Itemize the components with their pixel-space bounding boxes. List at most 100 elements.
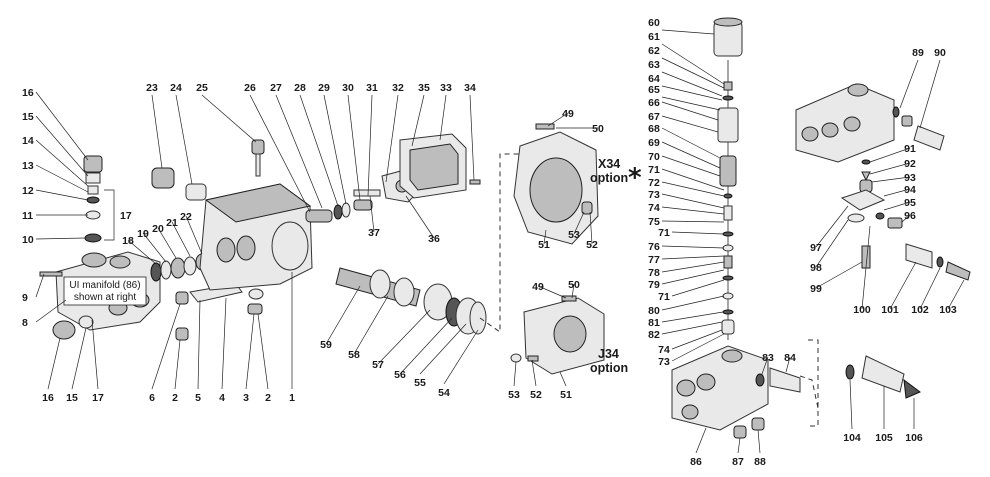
leader-line-73 — [661, 193, 725, 209]
manifold-port — [847, 83, 869, 97]
part-label-1: 1 — [289, 392, 295, 404]
leader-line-70 — [661, 155, 721, 177]
leader-line-18 — [127, 239, 157, 265]
part-label-3: 3 — [243, 392, 249, 404]
o-ring — [84, 233, 102, 243]
part-label-91: 91 — [904, 143, 916, 155]
part-label-2: 2 — [265, 392, 271, 404]
valve-body — [85, 172, 101, 184]
leader-line-16 — [47, 337, 61, 390]
manifold-port — [801, 126, 819, 142]
leader-line-34 — [469, 94, 475, 181]
o-ring — [722, 95, 734, 101]
part-label-93: 93 — [904, 172, 916, 184]
quick-coupler — [945, 261, 971, 281]
part-label-50: 50 — [592, 123, 604, 135]
manifold-port — [81, 252, 107, 268]
leader-line-98 — [815, 219, 849, 268]
seal-ring — [150, 262, 162, 282]
leader-line-22 — [185, 215, 203, 255]
leader-line-91 — [869, 147, 911, 163]
part-label-54: 54 — [438, 387, 450, 399]
leader-line-16 — [35, 91, 89, 161]
leader-line-59 — [325, 285, 361, 345]
manifold-note-box — [63, 276, 147, 306]
plug — [581, 201, 593, 215]
leader-line-64 — [661, 85, 723, 101]
manifold-port — [696, 373, 716, 391]
part-label-97: 97 — [810, 242, 822, 254]
part-label-70: 70 — [648, 151, 660, 163]
part-label-63: 63 — [648, 59, 660, 71]
o-ring — [845, 364, 855, 380]
seal-ring — [183, 256, 197, 276]
x34-flange-group — [513, 123, 599, 245]
nut — [887, 217, 903, 229]
part-label-105: 105 — [875, 432, 893, 444]
leader-line-71 — [671, 231, 724, 235]
part-label-51: 51 — [538, 239, 550, 251]
plug — [175, 291, 189, 305]
fitting — [185, 183, 207, 201]
breather-cap — [151, 167, 175, 189]
part-label-86: 86 — [690, 456, 702, 468]
crankcase-bore — [271, 221, 309, 271]
ring — [248, 288, 264, 300]
leader-line-20 — [157, 227, 177, 259]
part-label-56: 56 — [394, 369, 406, 381]
part-label-99: 99 — [810, 283, 822, 295]
x34-option-line2: option — [590, 171, 628, 185]
j34-flange-group — [510, 295, 605, 375]
part-label-9: 9 — [22, 292, 28, 304]
part-label-101: 101 — [881, 304, 899, 316]
manifold-port — [721, 349, 743, 363]
part-label-94: 94 — [904, 184, 916, 196]
part-label-104: 104 — [843, 432, 861, 444]
part-label-30: 30 — [342, 82, 354, 94]
crankcase-top — [204, 183, 312, 223]
leader-line-77 — [661, 255, 725, 260]
valve-seat — [85, 210, 101, 220]
ui-manifold-group — [671, 345, 921, 439]
crankshaft-group — [335, 267, 487, 335]
pin — [353, 199, 373, 211]
part-label-78: 78 — [648, 267, 660, 279]
part-label-14: 14 — [22, 135, 34, 147]
leader-line-61 — [661, 43, 725, 85]
bolt — [39, 271, 63, 277]
leader-line-10 — [35, 237, 86, 240]
part-label-6: 6 — [149, 392, 155, 404]
washer — [847, 213, 865, 223]
screw — [527, 355, 539, 362]
part-label-17: 17 — [120, 210, 132, 222]
leader-line-24 — [175, 94, 193, 185]
leader-line-27 — [275, 94, 323, 209]
manifold-port — [821, 122, 839, 138]
leader-line-78 — [661, 261, 725, 273]
leader-line-30 — [347, 94, 361, 201]
rear-cover-inset — [409, 143, 459, 191]
o-ring — [723, 193, 733, 199]
manifold-port — [109, 255, 131, 269]
part-label-5: 5 — [195, 392, 201, 404]
manifold-port — [676, 379, 696, 397]
rear-cover-group — [399, 133, 481, 199]
leader-line-75 — [661, 220, 725, 223]
unloader-body — [717, 107, 739, 143]
dashed-link — [806, 339, 819, 427]
bolt — [561, 295, 577, 302]
bushing — [305, 209, 333, 223]
crank-throw — [369, 269, 391, 299]
leader-line-94 — [883, 188, 911, 197]
part-label-34: 34 — [464, 82, 476, 94]
leader-line-15 — [71, 327, 87, 390]
leader-line-55 — [419, 323, 467, 375]
leader-line-17 — [91, 319, 99, 390]
manifold-port — [843, 116, 861, 132]
part-label-26: 26 — [244, 82, 256, 94]
part-label-83: 83 — [762, 352, 774, 364]
leader-line-53 — [573, 211, 585, 235]
leader-line-67 — [661, 115, 719, 133]
part-label-68: 68 — [648, 123, 660, 135]
leader-line-32 — [385, 94, 399, 183]
